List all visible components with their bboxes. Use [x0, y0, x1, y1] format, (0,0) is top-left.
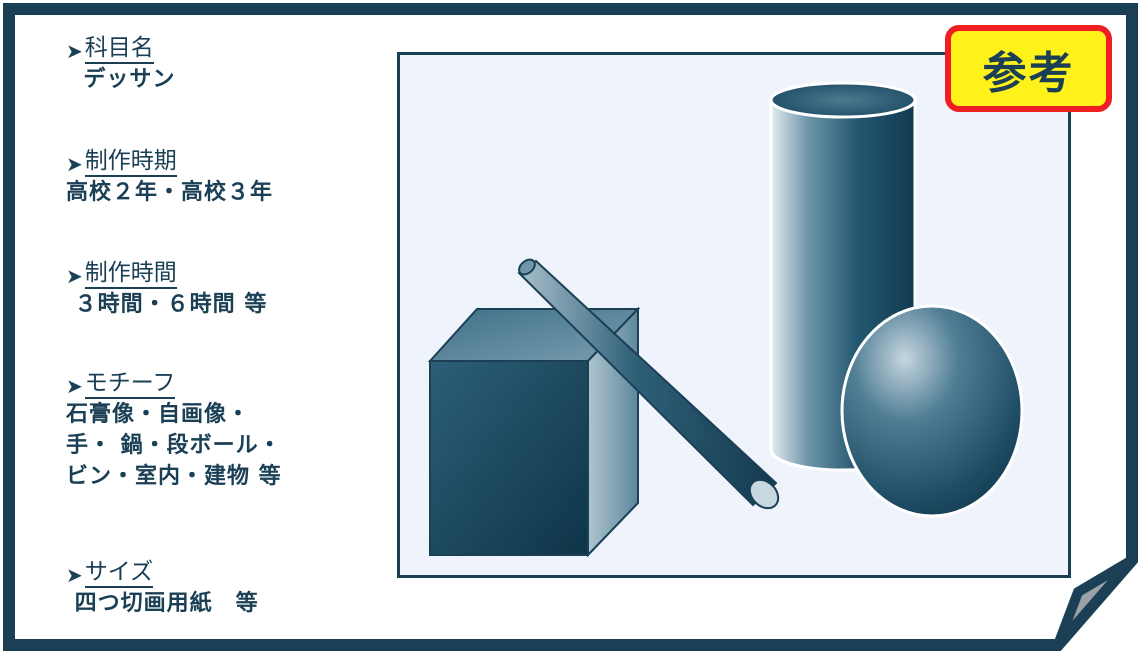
reference-badge: 参考 — [945, 25, 1112, 112]
bullet-arrow-icon: ➤ — [66, 374, 83, 398]
info-heading: ➤ 科目名 — [66, 30, 175, 64]
info-value: 手・ 鍋・段ボール・ — [66, 433, 282, 458]
info-duration: ➤ 制作時間 ３時間・６時間 等 — [66, 255, 267, 320]
info-subject: ➤ 科目名 デッサン — [66, 30, 175, 95]
info-heading-text: 科目名 — [84, 37, 154, 64]
folded-corner — [1053, 555, 1136, 649]
drawing-panel — [397, 52, 1071, 578]
info-heading: ➤ 制作時期 — [66, 143, 273, 177]
info-value: 四つ切画用紙 等 — [66, 591, 259, 616]
info-size: ➤ サイズ 四つ切画用紙 等 — [66, 554, 259, 619]
info-heading: ➤ モチーフ — [66, 365, 282, 399]
info-heading-text: 制作時期 — [84, 150, 177, 177]
info-motif: ➤ モチーフ 石膏像・自画像・ 手・ 鍋・段ボール・ ビン・室内・建物 等 — [66, 365, 282, 492]
info-value: 高校２年・高校３年 — [66, 180, 274, 205]
bullet-arrow-icon: ➤ — [66, 563, 83, 587]
info-value: デッサン — [66, 67, 176, 92]
rod-shape — [517, 258, 780, 510]
info-heading-text: モチーフ — [84, 372, 176, 399]
info-heading-text: サイズ — [84, 561, 154, 588]
info-value: ビン・室内・建物 等 — [66, 464, 282, 489]
info-value: ３時間・６時間 等 — [66, 292, 268, 317]
still-life-drawing — [427, 81, 1024, 558]
bullet-arrow-icon: ➤ — [66, 264, 83, 288]
info-heading-text: 制作時間 — [84, 262, 177, 289]
sphere-shape — [840, 304, 1024, 518]
bullet-arrow-icon: ➤ — [66, 39, 83, 63]
info-value: 石膏像・自画像・ — [66, 402, 251, 427]
bullet-arrow-icon: ➤ — [66, 152, 83, 176]
info-heading: ➤ サイズ — [66, 554, 259, 588]
info-period: ➤ 制作時期 高校２年・高校３年 — [66, 143, 273, 208]
info-heading: ➤ 制作時間 — [66, 255, 267, 289]
